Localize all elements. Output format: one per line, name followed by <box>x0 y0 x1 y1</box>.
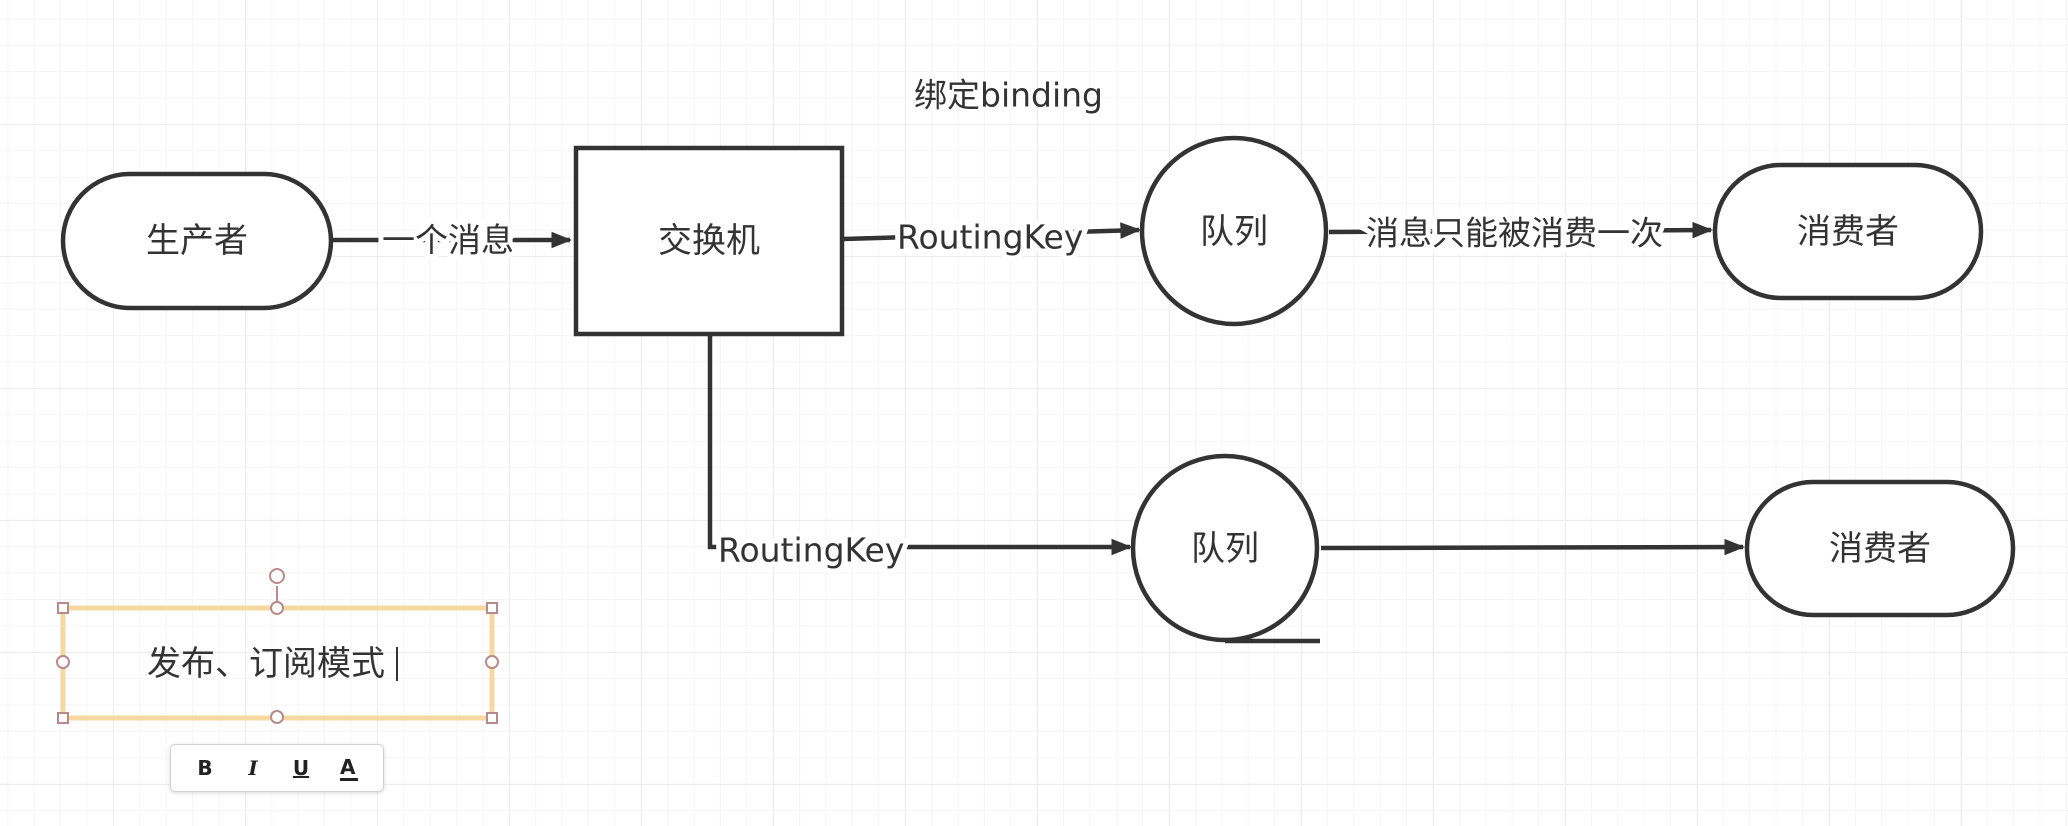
node-producer[interactable]: 生产者 <box>60 171 334 311</box>
resize-handle-top[interactable] <box>270 601 284 615</box>
edge-label-consume-once: 消息只能被消费一次 <box>1366 214 1663 253</box>
edge-producer-to-exchange[interactable]: 一个消息 <box>332 216 573 265</box>
resize-handle-bottom[interactable] <box>270 710 284 724</box>
annotation-binding: 绑定binding <box>914 76 1103 115</box>
font-color-button[interactable]: A <box>332 751 366 785</box>
resize-handle-top-right[interactable] <box>486 602 498 614</box>
bold-button[interactable]: B <box>197 756 213 780</box>
text-format-toolbar: B I U A <box>170 744 384 792</box>
edge-exchange-to-queue1[interactable]: RoutingKey <box>842 213 1142 262</box>
selected-text-shape[interactable]: 发布、订阅模式 <box>60 605 495 721</box>
resize-handle-right[interactable] <box>485 655 499 669</box>
resize-handle-bottom-right[interactable] <box>486 712 498 724</box>
node-queue-1-label: 队列 <box>1200 212 1268 252</box>
node-consumer-1-label: 消费者 <box>1797 212 1899 252</box>
node-exchange[interactable]: 交换机 <box>573 145 845 337</box>
edge-label-one-message: 一个消息 <box>382 221 514 260</box>
edge-queue2-to-consumer2[interactable] <box>1320 538 1746 556</box>
selected-text-label: 发布、订阅模式 <box>147 644 385 684</box>
node-consumer-2[interactable]: 消费者 <box>1744 479 2016 618</box>
node-queue-2-label: 队列 <box>1191 529 1259 569</box>
edge-exchange-to-queue2[interactable]: RoutingKey <box>707 334 1133 575</box>
edge-label-routingkey-2: RoutingKey <box>718 531 904 570</box>
font-color-icon: A <box>340 756 358 781</box>
node-consumer-2-label: 消费者 <box>1829 529 1931 569</box>
edge-queue1-to-consumer1[interactable]: 消息只能被消费一次 <box>1328 209 1714 258</box>
rotation-handle[interactable] <box>269 568 285 584</box>
resize-handle-left[interactable] <box>56 655 70 669</box>
node-queue-2[interactable]: 队列 <box>1130 453 1320 644</box>
node-queue-1[interactable]: 队列 <box>1139 135 1329 327</box>
italic-button[interactable]: I <box>248 756 258 780</box>
selection-handles[interactable] <box>56 568 499 724</box>
resize-handle-bottom-left[interactable] <box>57 712 69 724</box>
underline-button[interactable]: U <box>292 756 310 780</box>
node-producer-label: 生产者 <box>146 221 248 261</box>
node-consumer-1[interactable]: 消费者 <box>1712 162 1984 301</box>
edge-label-routingkey-1: RoutingKey <box>897 218 1083 257</box>
node-exchange-label: 交换机 <box>658 221 760 261</box>
resize-handle-top-left[interactable] <box>57 602 69 614</box>
